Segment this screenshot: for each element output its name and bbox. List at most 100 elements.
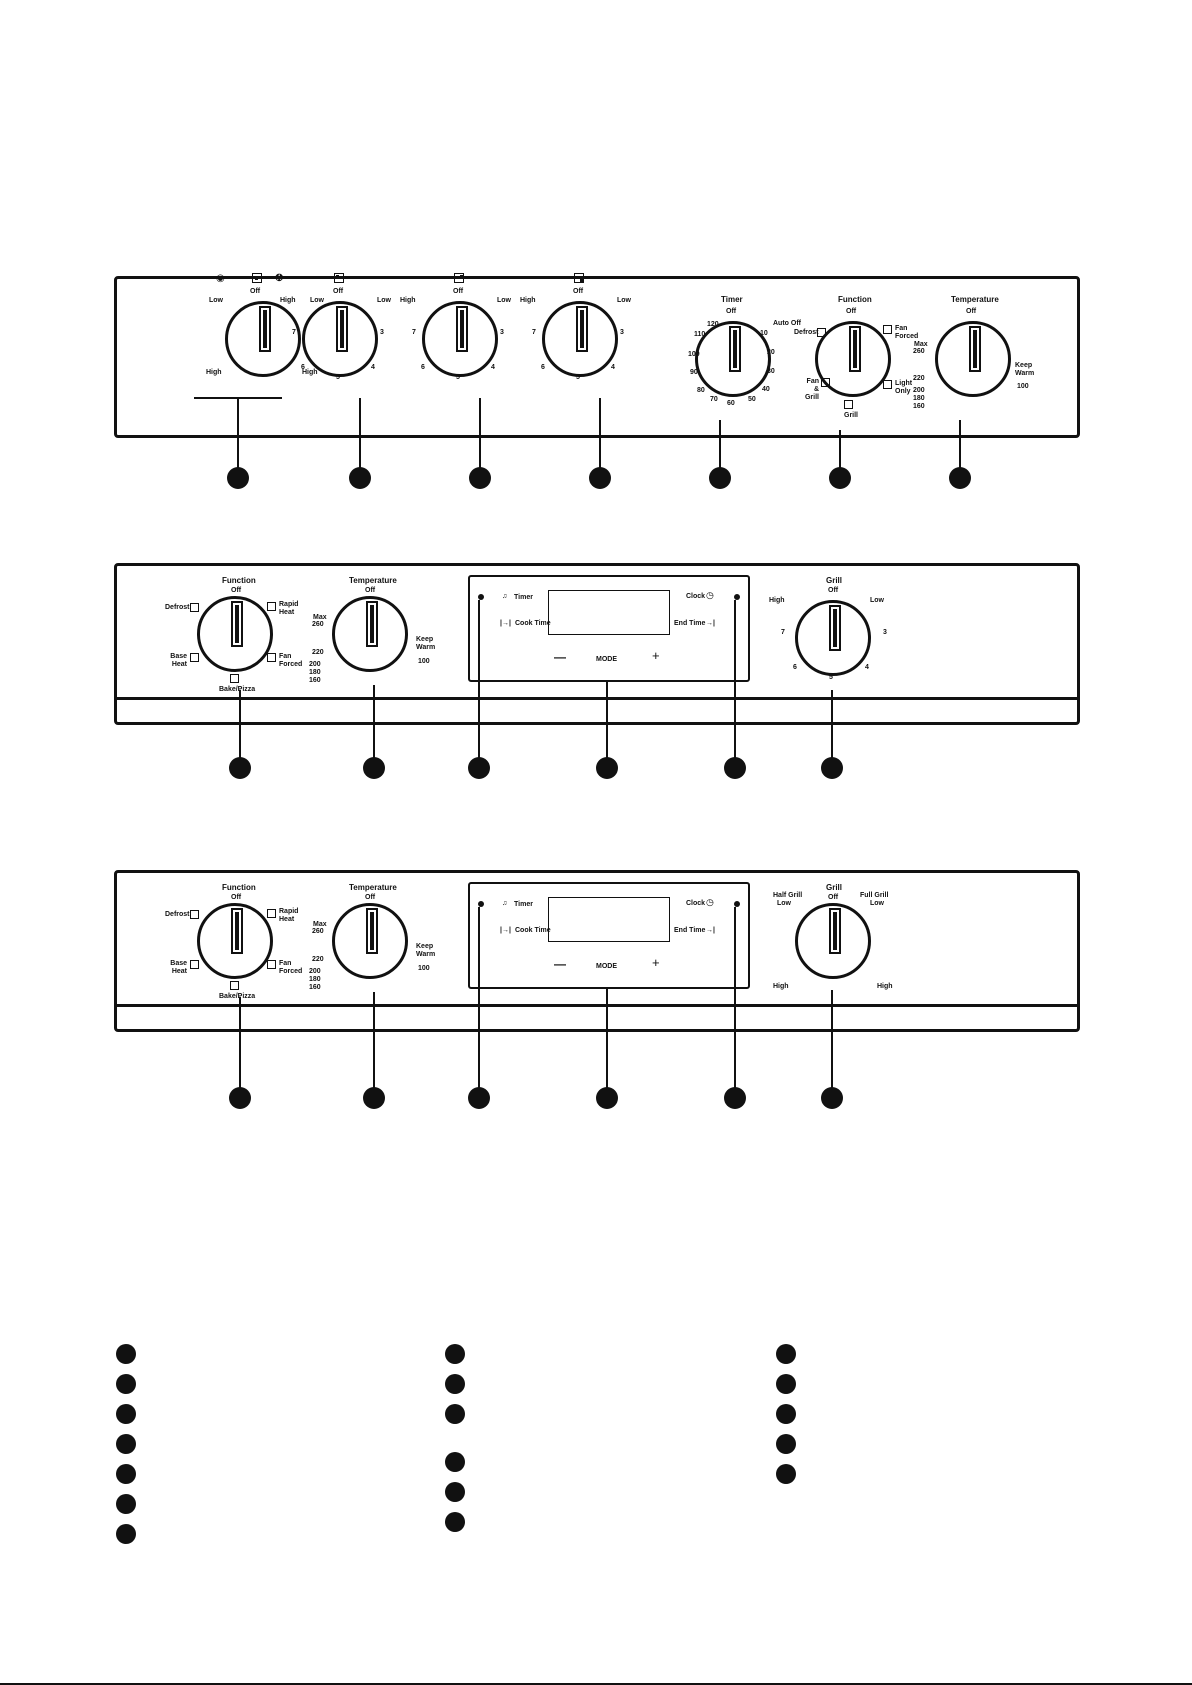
low-left-label: Low [209, 297, 223, 304]
temp-mark: 260 [312, 928, 324, 935]
rapid-heat-icon [267, 602, 276, 611]
grill-knob-group: Grill Off Half Grill Low Full Grill Low … [767, 873, 927, 1033]
mode-button[interactable]: MODE [596, 963, 617, 970]
timer-knob[interactable] [695, 321, 771, 397]
base-heat-label: Base Heat [170, 653, 187, 668]
timer-label: Timer [514, 901, 533, 908]
timer-mark: 10 [760, 330, 768, 337]
low-right-label: Low [310, 297, 324, 304]
low-label: Low [870, 597, 884, 604]
tick-5: 5 [456, 374, 460, 381]
cook-time-label: Cook Time [515, 927, 551, 934]
cook-time-icon: |→| [500, 927, 511, 934]
function-knob-group: Function Off Defrost Rapid Heat Base Hea… [157, 873, 317, 1033]
legend-marker [445, 1374, 465, 1394]
defrost-label: Defrost [794, 329, 819, 336]
tick-5: 5 [336, 374, 340, 381]
timer-mark: 20 [767, 349, 775, 356]
hob-knob[interactable] [302, 301, 378, 377]
hob-position-icon [252, 273, 262, 283]
high-label: High [769, 597, 785, 604]
grill-title: Grill [826, 883, 843, 892]
temperature-knob-group: Temperature Off Max 260 220 200 180 160 … [290, 566, 450, 726]
mode-button[interactable]: MODE [596, 656, 617, 663]
temperature-title: Temperature [349, 576, 397, 585]
timer-mark: 100 [688, 351, 700, 358]
tick-4: 4 [865, 664, 869, 671]
callout-marker [229, 1087, 251, 1109]
tick-6: 6 [301, 364, 305, 371]
clock-indicator-light [734, 901, 740, 907]
panel-divider [117, 1004, 1077, 1007]
timer-mark: 80 [697, 387, 705, 394]
tick-6: 6 [793, 664, 797, 671]
callout-marker [589, 467, 611, 489]
max-label: Max [313, 921, 327, 928]
temperature-title: Temperature [349, 883, 397, 892]
bake-icon [230, 674, 239, 683]
cook-time-label: Cook Time [515, 620, 551, 627]
timer-title: Timer [721, 295, 743, 304]
timer-display-module: ♫ Timer |→| Cook Time Clock ◷ End Time →… [468, 575, 750, 682]
temperature-knob[interactable] [935, 321, 1011, 397]
minus-button[interactable]: — [554, 957, 566, 971]
plus-button[interactable]: + [652, 955, 660, 970]
hob-knob-group-3: Off High Low 7 3 6 5 4 [400, 273, 562, 439]
callout-marker [596, 757, 618, 779]
temp-mark: 180 [309, 669, 321, 676]
hob-knob[interactable] [542, 301, 618, 377]
off-label: Off [828, 894, 839, 901]
full-grill-low-label: Low [870, 900, 884, 907]
fan-forced-icon [267, 653, 276, 662]
temperature-knob[interactable] [332, 596, 408, 672]
hob-knob-group-4: Off High Low 7 3 6 5 4 [520, 273, 682, 439]
legend-marker [776, 1374, 796, 1394]
bake-icon [230, 981, 239, 990]
tick-5: 5 [829, 674, 833, 681]
dual-ring-icon: ✪ [275, 273, 284, 284]
end-time-label: End Time [674, 927, 706, 934]
function-knob-group: Function Off Defrost Rapid Heat Base Hea… [157, 566, 317, 726]
timer-mark: 70 [710, 396, 718, 403]
callout-marker [363, 757, 385, 779]
plus-button[interactable]: + [652, 648, 660, 663]
max-label: Max [313, 614, 327, 621]
end-time-icon: →| [706, 927, 715, 934]
off-label: Off [573, 288, 584, 295]
temp-100-label: 100 [418, 658, 430, 665]
dual-hob-knob-group: ◉ ✪ Off Low Low High High [162, 273, 324, 439]
bell-icon: ♫ [502, 900, 508, 907]
temperature-knob[interactable] [332, 903, 408, 979]
panel-divider [117, 697, 1077, 700]
function-knob[interactable] [815, 321, 891, 397]
grill-knob[interactable] [795, 600, 871, 676]
minus-button[interactable]: — [554, 650, 566, 664]
temp-mark: 160 [309, 984, 321, 991]
timer-mark: 110 [694, 331, 706, 338]
tick-7: 7 [532, 329, 536, 336]
rapid-heat-icon [267, 909, 276, 918]
temp-mark: 220 [312, 956, 324, 963]
rapid-heat-label: Rapid Heat [279, 601, 299, 616]
timer-mark: 30 [767, 368, 775, 375]
function-knob[interactable] [197, 596, 273, 672]
callout-marker [469, 467, 491, 489]
function-knob[interactable] [197, 903, 273, 979]
function-knob-group: Function Off Defrost Fan Forced Fan & Gr… [737, 279, 918, 439]
clock-label: Clock [686, 900, 706, 907]
legend-marker [776, 1404, 796, 1424]
grill-knob[interactable] [795, 903, 871, 979]
dual-hob-knob[interactable] [225, 301, 301, 377]
legend-marker [445, 1512, 465, 1532]
hob-knob[interactable] [422, 301, 498, 377]
callout-marker [829, 467, 851, 489]
control-panel-c: Function Off Defrost Rapid Heat Base Hea… [114, 870, 1080, 1032]
callout-marker [709, 467, 731, 489]
off-label: Off [726, 308, 737, 315]
fan-forced-label: Fan Forced [279, 960, 303, 975]
timer-mark: 90 [690, 369, 698, 376]
temp-mark: 160 [309, 677, 321, 684]
clock-icon: ◷ [706, 590, 714, 600]
tick-4: 4 [491, 364, 495, 371]
